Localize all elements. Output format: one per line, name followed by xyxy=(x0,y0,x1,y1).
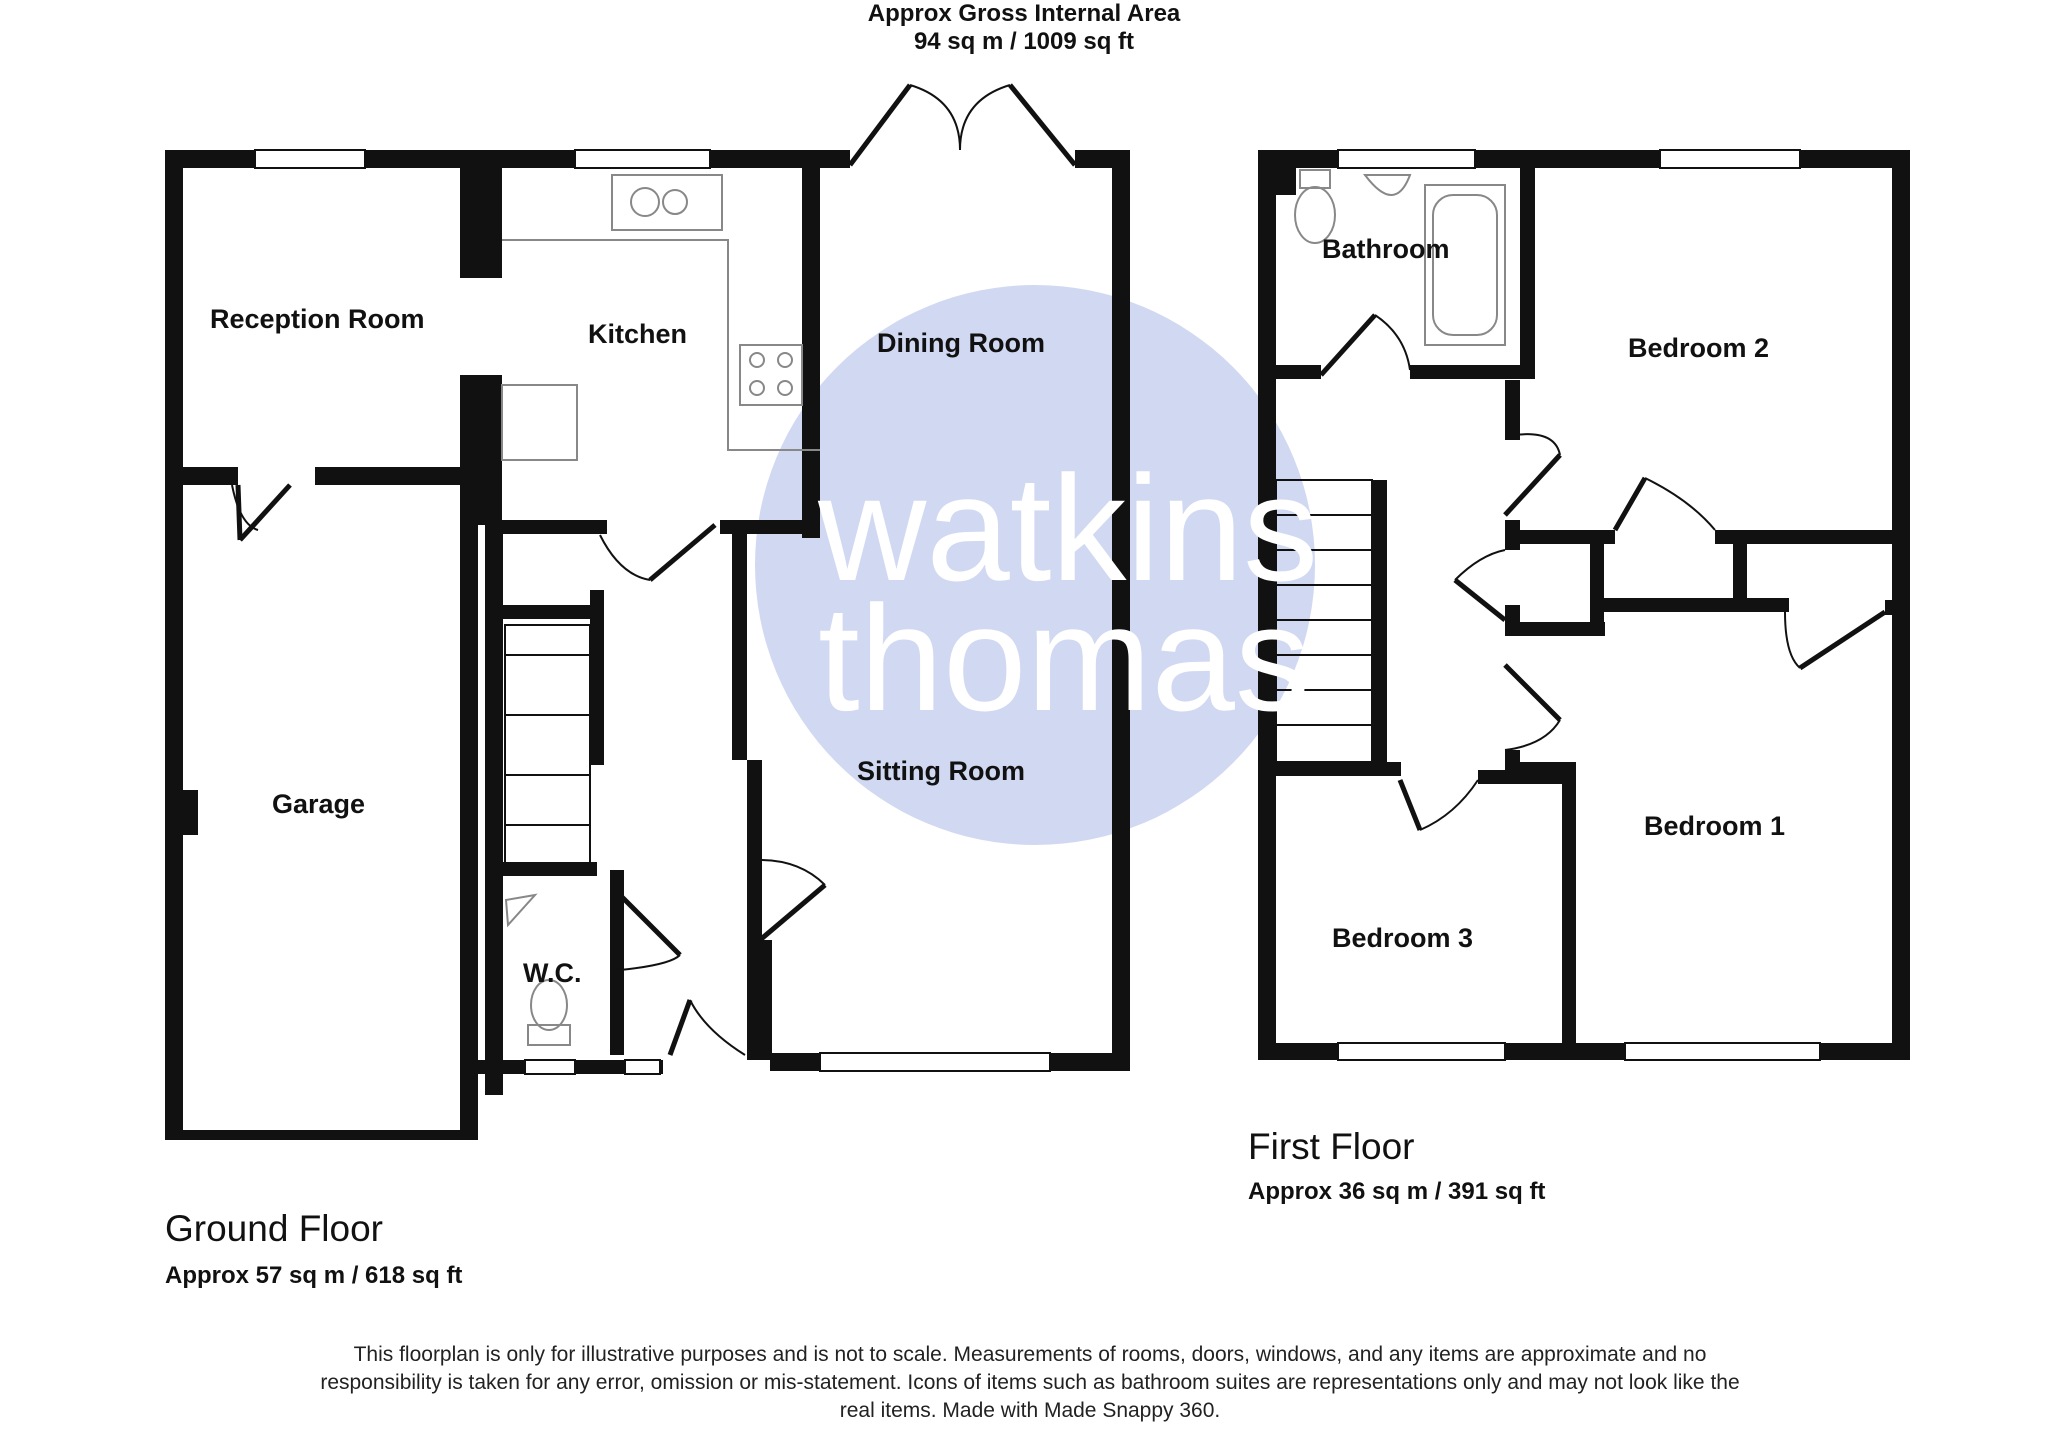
first-stairs xyxy=(1275,479,1373,763)
watermark-circle xyxy=(755,285,1315,845)
ground-floor-doors xyxy=(231,83,1077,1056)
room-label-sitting: Sitting Room xyxy=(857,756,1025,786)
gross-area-value: 94 sq m / 1009 sq ft xyxy=(913,28,1135,55)
watermark-line2: thomas xyxy=(818,574,1310,742)
ground-floor-windows xyxy=(254,149,1051,1075)
gross-area-title: Approx Gross Internal Area xyxy=(867,0,1181,27)
bathroom-fixtures xyxy=(1294,169,1506,346)
first-floor-walls xyxy=(1258,150,1910,1060)
watermark-line1: watkins xyxy=(817,444,1318,612)
disclaimer-text: This floorplan is only for illustrative … xyxy=(320,1343,1740,1422)
room-label-garage: Garage xyxy=(272,789,365,819)
first-floor-title: First Floor xyxy=(1248,1126,1415,1167)
ground-floor-area: Approx 57 sq m / 618 sq ft xyxy=(165,1262,463,1289)
room-label-reception: Reception Room xyxy=(210,304,425,334)
wc-fixtures xyxy=(504,893,571,1046)
room-label-bedroom1: Bedroom 1 xyxy=(1644,811,1785,841)
room-label-bedroom3: Bedroom 3 xyxy=(1332,923,1473,953)
ground-floor-title: Ground Floor xyxy=(165,1208,383,1249)
kitchen-fixtures xyxy=(501,174,820,461)
first-floor-area: Approx 36 sq m / 391 sq ft xyxy=(1248,1178,1546,1205)
room-label-wc: W.C. xyxy=(523,958,582,988)
first-floor-doors xyxy=(1319,313,1887,831)
room-label-bedroom2: Bedroom 2 xyxy=(1628,333,1769,363)
room-label-bathroom: Bathroom xyxy=(1322,234,1450,264)
room-label-dining: Dining Room xyxy=(877,328,1045,358)
first-floor-windows xyxy=(1337,149,1821,1061)
room-label-kitchen: Kitchen xyxy=(588,319,687,349)
ground-stairs xyxy=(504,624,591,866)
